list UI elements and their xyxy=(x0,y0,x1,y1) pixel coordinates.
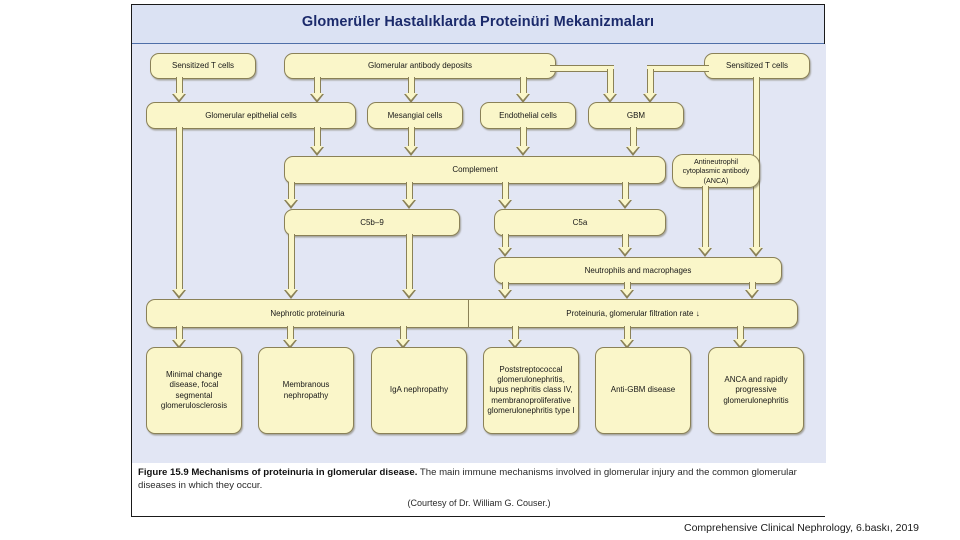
connector-c5a-right-to-neutrophils-shaft xyxy=(622,234,629,252)
arrowhead-to-poststrep xyxy=(508,339,522,349)
connector-c5a-left-to-neutrophils-shaft xyxy=(502,234,509,252)
connector-gbm-to-complement-shaft xyxy=(630,127,637,149)
connector-complement-to-c5a-left-shaft xyxy=(502,182,509,202)
arrowhead-anca-to-neutrophils xyxy=(698,247,712,257)
arrowhead-tcellsleft-to-epithelial xyxy=(172,93,186,103)
node-anca: Antineutrophil cytoplasmic antibody (ANC… xyxy=(672,154,760,188)
arrowhead-antibody-to-epithelial xyxy=(310,93,324,103)
arrowhead-antibody-to-endothelial xyxy=(516,93,530,103)
connector-to-anca-rpgn-shaft xyxy=(737,326,744,342)
connector-tcellsleft-to-epithelial-shaft xyxy=(176,77,183,96)
node-sensitized-t-cells-left: Sensitized T cells xyxy=(150,53,256,79)
connector-epithelial-to-complement-shaft xyxy=(314,127,321,149)
arrowhead-epithelial-to-complement xyxy=(310,146,324,156)
arrowhead-neutrophils-mid xyxy=(620,289,634,299)
figure-caption: Figure 15.9 Mechanisms of proteinuria in… xyxy=(138,467,820,493)
title-band xyxy=(132,5,824,44)
connector-complement-to-c5a-right-shaft xyxy=(622,182,629,202)
connector-to-anti-gbm-shaft xyxy=(624,326,631,342)
connector-to-membranous-shaft xyxy=(287,326,294,342)
arrowhead-to-anca-rpgn xyxy=(733,339,747,349)
node-glomerular-antibody-deposits: Glomerular antibody deposits xyxy=(284,53,556,79)
arrowhead-to-membranous xyxy=(283,339,297,349)
node-endothelial-cells: Endothelial cells xyxy=(480,102,576,129)
connector-antibody-to-epithelial-shaft xyxy=(314,77,321,96)
arrowhead-complement-to-c5a-right xyxy=(618,199,632,209)
arrowhead-epithelial-to-nephrotic xyxy=(172,289,186,299)
caption-body: The main immune mechanisms involved in g… xyxy=(138,467,797,491)
arrowhead-neutrophils-right xyxy=(745,289,759,299)
arrowhead-to-iga xyxy=(396,339,410,349)
node-disease-poststrep: Poststreptococcal glomerulonephritis, lu… xyxy=(483,347,579,434)
node-neutrophils-macrophages: Neutrophils and macrophages xyxy=(494,257,782,284)
connector-to-minimal-change-shaft xyxy=(176,326,183,342)
arrowhead-complement-to-c5b9-left xyxy=(284,199,298,209)
node-disease-minimal-change: Minimal change disease, focal segmental … xyxy=(146,347,242,434)
connector-tcellsright-to-gbm-shaft xyxy=(647,69,654,96)
connector-c5b9-right-down-shaft xyxy=(406,234,413,292)
connector-epithelial-to-nephrotic-shaft xyxy=(176,127,183,292)
connector-antibody-to-gbm-shaft xyxy=(607,69,614,96)
arrowhead-c5a-right-to-neutrophils xyxy=(618,247,632,257)
connector-c5b9-left-down-shaft xyxy=(288,234,295,292)
caption-courtesy: (Courtesy of Dr. William G. Couser.) xyxy=(407,497,551,508)
connector-to-iga-shaft xyxy=(400,326,407,342)
connector-neutrophils-right-shaft xyxy=(749,282,756,292)
connector-antibody-to-endothelial-shaft xyxy=(520,77,527,96)
figure-title: Glomerüler Hastalıklarda Proteinüri Meka… xyxy=(301,14,655,30)
node-complement: Complement xyxy=(284,156,666,184)
connector-anca-to-neutrophils-shaft xyxy=(702,186,709,250)
arrowhead-antibody-to-mesangial xyxy=(404,93,418,103)
arrowhead-neutrophils-left xyxy=(498,289,512,299)
arrowhead-to-anti-gbm xyxy=(620,339,634,349)
node-gbm: GBM xyxy=(588,102,684,129)
arrowhead-c5b9-left-down xyxy=(284,289,298,299)
source-attribution: Comprehensive Clinical Nephrology, 6.bas… xyxy=(684,522,920,534)
node-c5a: C5a xyxy=(494,209,666,236)
node-sensitized-t-cells-right: Sensitized T cells xyxy=(704,53,810,79)
node-disease-anca-rpgn: ANCA and rapidly progressive glomerulone… xyxy=(708,347,804,434)
node-disease-iga: IgA nephropathy xyxy=(371,347,467,434)
connector-antibody-to-gbm-horizontal xyxy=(550,65,614,72)
arrowhead-c5a-left-to-neutrophils xyxy=(498,247,512,257)
arrowhead-tcellsright-to-gbm xyxy=(643,93,657,103)
arrowhead-mesangial-to-complement xyxy=(404,146,418,156)
connector-mesangial-to-complement-shaft xyxy=(408,127,415,149)
node-nephrotic-proteinuria: Nephrotic proteinuria xyxy=(146,299,468,328)
arrowhead-tcellsright-to-neutrophils xyxy=(749,247,763,257)
arrowhead-to-minimal-change xyxy=(172,339,186,349)
node-glomerular-epithelial-cells: Glomerular epithelial cells xyxy=(146,102,356,129)
connector-neutrophils-left-shaft xyxy=(502,282,509,292)
arrowhead-gbm-to-complement xyxy=(626,146,640,156)
connector-complement-to-c5b9-right-shaft xyxy=(406,182,413,202)
caption-area: Figure 15.9 Mechanisms of proteinuria in… xyxy=(132,463,826,516)
connector-endothelial-to-complement-shaft xyxy=(520,127,527,149)
figure-frame: Glomerüler Hastalıklarda Proteinüri Meka… xyxy=(131,4,826,517)
connector-antibody-to-mesangial-shaft xyxy=(408,77,415,96)
node-proteinuria-gfr: Proteinuria, glomerular filtration rate … xyxy=(468,299,798,328)
connector-tcellsright-to-gbm-horizontal xyxy=(647,65,709,72)
diagram-canvas: Sensitized T cells Glomerular antibody d… xyxy=(132,44,826,463)
node-mesangial-cells: Mesangial cells xyxy=(367,102,463,129)
connector-complement-to-c5b9-left-shaft xyxy=(288,182,295,202)
connector-neutrophils-mid-shaft xyxy=(624,282,631,292)
arrowhead-c5b9-right-down xyxy=(402,289,416,299)
arrowhead-antibody-to-gbm xyxy=(603,93,617,103)
node-disease-membranous: Membranous nephropathy xyxy=(258,347,354,434)
arrowhead-complement-to-c5a-left xyxy=(498,199,512,209)
arrowhead-endothelial-to-complement xyxy=(516,146,530,156)
node-c5b9: C5b–9 xyxy=(284,209,460,236)
node-disease-anti-gbm: Anti-GBM disease xyxy=(595,347,691,434)
connector-to-poststrep-shaft xyxy=(512,326,519,342)
caption-bold-lead: Figure 15.9 Mechanisms of proteinuria in… xyxy=(138,467,418,478)
arrowhead-complement-to-c5b9-right xyxy=(402,199,416,209)
